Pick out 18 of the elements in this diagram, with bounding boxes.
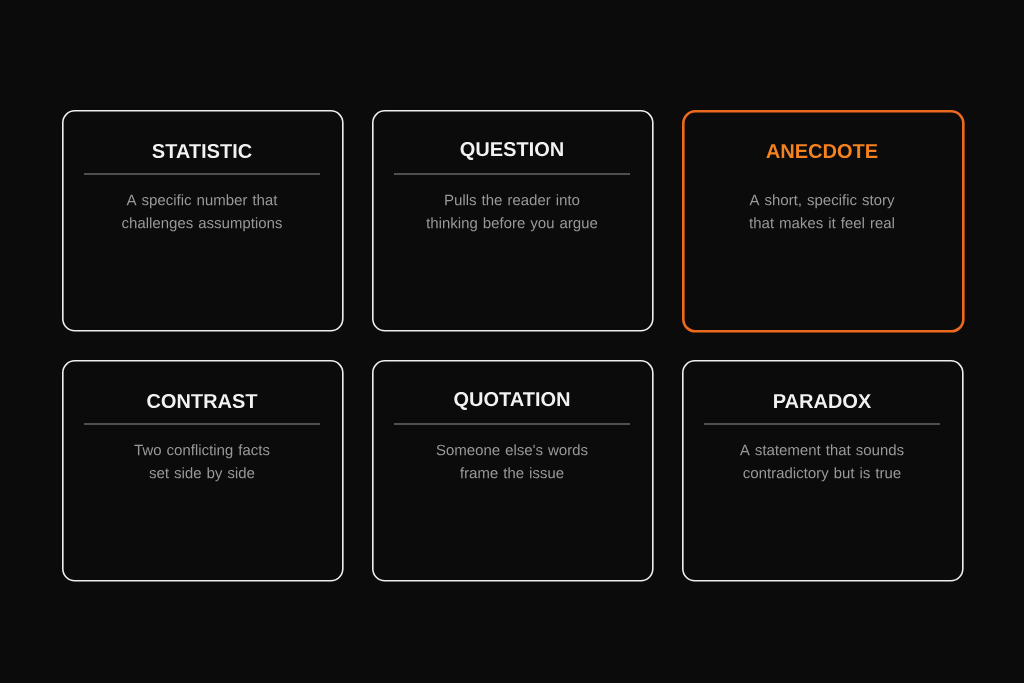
card-description: Two conflicting facts set side by side bbox=[134, 444, 270, 482]
card-title: QUOTATION bbox=[454, 392, 570, 410]
card bbox=[62, 110, 344, 332]
card-description: Someone else's words frame the issue bbox=[436, 444, 588, 479]
card bbox=[372, 110, 654, 332]
card-description: A specific number that challenges assumptions bbox=[122, 194, 282, 232]
card bbox=[682, 110, 965, 333]
card bbox=[62, 360, 344, 582]
card-description: A short, specific story that makes it feel real bbox=[749, 194, 895, 229]
card bbox=[372, 360, 654, 582]
card-description: A statement that sounds contradictory but is true bbox=[739, 444, 904, 482]
card-description: Pulls the reader into thinking before you argue bbox=[426, 194, 598, 232]
card-title: STATISTIC bbox=[152, 143, 252, 159]
card-title: QUESTION bbox=[460, 142, 563, 160]
card-title: ANECDOTE bbox=[766, 143, 878, 159]
card-title: CONTRAST bbox=[147, 393, 258, 409]
card-title: PARADOX bbox=[774, 393, 872, 409]
card bbox=[682, 360, 964, 582]
